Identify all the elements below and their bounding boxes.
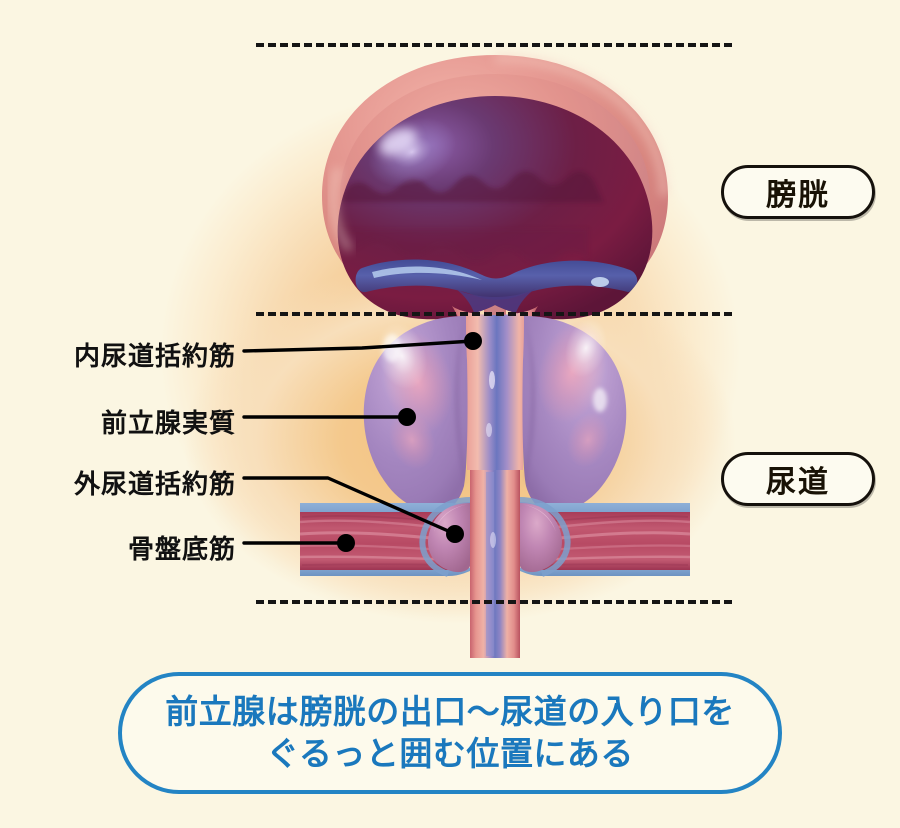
callout-internal-urethral-sphincter-dot — [464, 332, 482, 350]
callout-internal-urethral-sphincter-leader — [242, 339, 475, 353]
callout-external-urethral-sphincter-dot — [446, 525, 464, 543]
callout-internal-urethral-sphincter: 内尿道括約筋 — [73, 341, 236, 371]
caption-line-1: 前立腺は膀胱の出口〜尿道の入り口を — [165, 693, 735, 730]
external-sphincter-right — [520, 502, 562, 573]
summary-caption: 前立腺は膀胱の出口〜尿道の入り口を ぐるっと囲む位置にある — [118, 672, 782, 794]
callout-external-urethral-sphincter-leader — [242, 476, 457, 536]
dash-pelvic-bottom — [256, 600, 732, 604]
callout-pelvic-floor-muscle: 骨盤底筋 — [127, 534, 236, 564]
badge-urethra: 尿道 — [721, 452, 875, 506]
callout-dots — [337, 332, 482, 552]
prostate-right-sheen — [565, 318, 607, 378]
callout-leader-lines — [242, 339, 475, 545]
urethra-distal — [470, 470, 520, 658]
caption-line-2: ぐるっと囲む位置にある — [266, 735, 634, 772]
callout-pelvic-floor-muscle-dot — [337, 534, 355, 552]
callout-external-urethral-sphincter: 外尿道括約筋 — [73, 469, 236, 499]
callout-prostate-parenchyma: 前立腺実質 — [100, 408, 236, 438]
dash-bladder-neck — [256, 312, 732, 316]
muscle-striations-left — [300, 515, 440, 566]
badge-bladder: 膀胱 — [721, 165, 875, 219]
dash-bladder-top — [256, 43, 732, 47]
callout-prostate-parenchyma-dot — [398, 408, 416, 426]
